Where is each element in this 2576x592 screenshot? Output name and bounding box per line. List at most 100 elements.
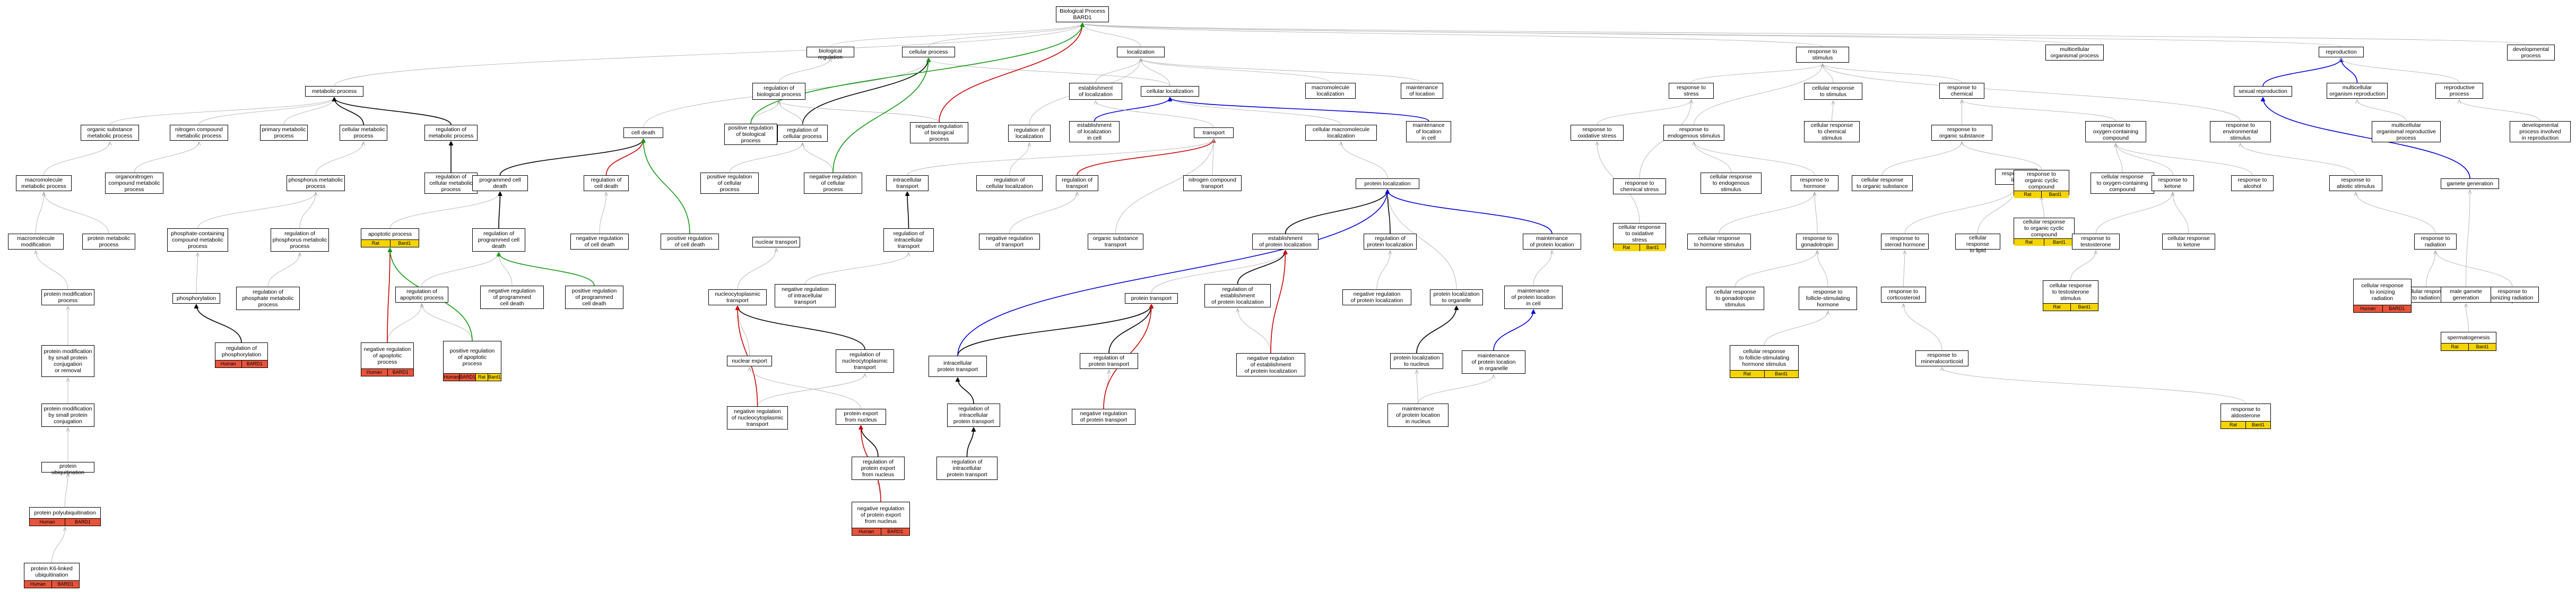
go-term-node-resp-chem[interactable]: response to chemical — [1939, 83, 1984, 99]
go-term-node-loc[interactable]: localization — [1117, 47, 1165, 57]
go-term-node-neg-reg-cell-death[interactable]: negative regulation of cell death — [570, 234, 629, 250]
go-term-node-reg-phosphate-met[interactable]: regulation of phosphate metabolic proces… — [236, 287, 300, 310]
go-term-node-resp-steroid[interactable]: response to steroid hormone — [1881, 234, 1929, 250]
go-term-node-cell-resp-org-cyclic[interactable]: cellular response to organic cyclic comp… — [2014, 218, 2075, 246]
go-term-node-nuclear-transport[interactable]: nuclear transport — [752, 237, 800, 247]
go-term-node-cell-resp-oxy[interactable]: cellular response to oxygen-containing c… — [2091, 173, 2154, 194]
go-term-node-cell-resp-ketone[interactable]: cellular response to ketone — [2162, 234, 2215, 250]
go-term-node-dev-repro[interactable]: developmental process involved in reprod… — [2510, 121, 2571, 142]
go-term-node-neg-reg-apop[interactable]: negative regulation of apoptotic process… — [361, 342, 414, 376]
go-term-node-cell-resp-endo[interactable]: cellular response to endogenous stimulus — [1701, 173, 1762, 194]
go-term-node-maint-prot-loc-org[interactable]: maintenance of protein location in organ… — [1462, 350, 1525, 374]
go-term-node-reg-loc[interactable]: regulation of localization — [1008, 125, 1051, 142]
go-term-node-prot-ubiq[interactable]: protein ubiquitination — [41, 462, 94, 476]
go-term-node-macro-loc[interactable]: macromolecule localization — [1305, 83, 1356, 99]
go-term-node-reg-estab-prot-loc[interactable]: regulation of establishment of protein l… — [1204, 284, 1271, 307]
go-term-node-resp-hormone[interactable]: response to hormone — [1791, 175, 1838, 191]
go-term-node-estab-prot-loc[interactable]: establishment of protein localization — [1252, 234, 1319, 250]
go-term-node-org-subst-transport[interactable]: organic substance transport — [1088, 234, 1143, 250]
go-term-node-intra-transport[interactable]: intracellular transport — [886, 175, 929, 191]
go-term-node-transport[interactable]: transport — [1194, 127, 1234, 138]
go-term-node-resp-abiotic[interactable]: response to abiotic stimulus — [2329, 175, 2382, 191]
go-term-node-prot-mod-conj[interactable]: protein modification by small protein co… — [41, 404, 94, 427]
go-term-node-resp-oxy[interactable]: response to oxygen-containing compound — [2085, 121, 2146, 142]
go-term-node-reg-intra-transport[interactable]: regulation of intracellular transport — [883, 228, 934, 252]
go-term-node-resp-fsh[interactable]: response to follicle-stimulating hormone — [1799, 287, 1857, 310]
go-term-node-neg-reg-transport[interactable]: negative regulation of transport — [979, 234, 1040, 250]
go-term-node-nucleocyto-transport[interactable]: nucleocytoplasmic transport — [708, 289, 767, 305]
go-term-node-prot-loc[interactable]: protein localization — [1356, 178, 1419, 189]
go-term-node-reg-pcd[interactable]: regulation of programmed cell death — [472, 228, 525, 252]
go-term-node-sex-repro[interactable]: sexual reproduction — [2234, 86, 2292, 97]
go-term-node-maint-prot-nucleus[interactable]: maintenance of protein location in nucle… — [1387, 404, 1449, 427]
go-term-node-cell-macro-loc[interactable]: cellular macromolecule localization — [1305, 125, 1377, 141]
go-term-node-cell-loc[interactable]: cellular localization — [1141, 86, 1199, 97]
go-term-node-resp-org-subst[interactable]: response to organic substance — [1931, 125, 1992, 141]
go-term-node-reg-prot-transport[interactable]: regulation of protein transport — [1080, 353, 1138, 369]
go-term-node-intra-prot-transport2[interactable]: regulation of intracellular protein tran… — [947, 404, 1000, 427]
go-term-node-metab[interactable]: metabolic process — [305, 86, 363, 97]
go-term-node-dev[interactable]: developmental process — [2507, 45, 2555, 61]
go-term-node-cell-resp-gonado[interactable]: cellular response to gonadotropin stimul… — [1706, 287, 1764, 310]
go-term-node-prot-mod[interactable]: protein modification process — [41, 289, 94, 305]
go-term-node-reg-intra-prot-transport[interactable]: regulation of intracellular protein tran… — [936, 457, 998, 480]
go-term-node-bp[interactable]: Biological Process BARD1 — [1056, 6, 1109, 22]
go-term-node-reg-prot-export[interactable]: regulation of protein export from nucleu… — [852, 457, 905, 480]
go-term-node-phosphate-met[interactable]: phosphate-containing compound metabolic … — [167, 228, 228, 252]
go-term-node-pos-reg-apop[interactable]: positive regulation of apoptotic process… — [443, 341, 501, 381]
go-term-node-cell-resp-lipid[interactable]: cellular response to lipid — [1955, 234, 2000, 254]
go-term-node-resp-ionizing[interactable]: response to ionizing radiation — [2486, 287, 2539, 303]
go-term-node-estab-loc-cell[interactable]: establishment of localization in cell — [1069, 121, 1120, 142]
go-term-node-reg-bp[interactable]: regulation of biological process — [752, 83, 805, 100]
go-term-node-reg-cell-met[interactable]: regulation of cellular metabolic process — [424, 173, 478, 194]
go-term-node-cell-resp-stim[interactable]: cellular response to stimulus — [1804, 83, 1862, 100]
go-term-node-organonitro[interactable]: organonitrogen compound metabolic proces… — [105, 173, 163, 194]
go-term-node-repro-proc[interactable]: reproductive process — [2435, 83, 2483, 99]
go-term-node-male-gamete[interactable]: male gamete generation — [2441, 287, 2491, 303]
go-term-node-macro-met[interactable]: macromolecule metabolic process — [16, 175, 72, 191]
go-term-node-prot-transport[interactable]: protein transport — [1125, 293, 1178, 304]
go-term-node-org-subst-met[interactable]: organic substance metabolic process — [81, 125, 139, 141]
go-term-node-cell-resp-org[interactable]: cellular response to organic substance — [1852, 175, 1913, 191]
go-term-node-resp-ketone[interactable]: response to ketone — [2152, 175, 2194, 191]
go-term-node-estab-loc[interactable]: establishment of localization — [1069, 83, 1122, 100]
go-term-node-resp-endo[interactable]: response to endogenous stimulus — [1663, 125, 1724, 141]
go-term-node-neg-reg-pcd[interactable]: negative regulation of programmed cell d… — [480, 286, 544, 309]
go-term-node-resp-alcohol[interactable]: response to alcohol — [2231, 175, 2274, 191]
go-term-node-prot-met[interactable]: protein metabolic process — [82, 234, 135, 250]
go-term-node-reg-phos-met[interactable]: regulation of phosphorus metabolic proce… — [271, 228, 329, 252]
go-term-node-bioreg[interactable]: biological regulation — [806, 47, 854, 61]
go-term-node-neg-reg-cell-proc[interactable]: negative regulation of cellular process — [804, 173, 862, 194]
go-term-node-prot-loc-nucleus[interactable]: protein localization to nucleus — [1390, 353, 1443, 369]
go-term-node-pos-reg-bp[interactable]: positive regulation of biological proces… — [724, 124, 777, 145]
go-term-node-maint-prot-loc-cell[interactable]: maintenance of protein location in cell — [1504, 286, 1563, 309]
go-term-node-reg-cell-loc[interactable]: regulation of cellular localization — [976, 175, 1043, 191]
go-term-node-resp-cortico[interactable]: response to corticosteroid — [1881, 287, 1926, 303]
go-term-node-cell-resp-chem[interactable]: cellular response to chemical stimulus — [1804, 121, 1860, 142]
go-term-node-maint-loc[interactable]: maintenance of location — [1401, 83, 1443, 99]
go-term-node-macro-mod[interactable]: macromolecule modification — [8, 234, 64, 250]
go-term-node-reg-nucleocyto[interactable]: regulation of nucleocytoplasmic transpor… — [836, 349, 894, 373]
go-term-node-prot-loc-organelle[interactable]: protein localization to organelle — [1430, 289, 1483, 305]
go-term-node-maint-prot-loc[interactable]: maintenance of protein location — [1523, 234, 1581, 250]
go-term-node-reg-transport[interactable]: regulation of transport — [1056, 175, 1098, 191]
go-term-node-multicell[interactable]: multicellular organismal process — [2045, 45, 2104, 61]
go-term-node-cell-resp-testo[interactable]: cellular response to testosterone stimul… — [2043, 280, 2098, 311]
go-term-node-multi-org-repro[interactable]: multicellular organismal reproductive pr… — [2372, 121, 2441, 142]
go-term-node-resp-stress[interactable]: response to stress — [1669, 83, 1714, 99]
go-term-node-resp-radiation[interactable]: response to radiation — [2414, 234, 2457, 250]
go-term-node-resp-ox[interactable]: response to oxidative stress — [1571, 125, 1624, 141]
go-term-node-cell-resp-fsh[interactable]: cellular response to follicle-stimulatin… — [1730, 345, 1799, 378]
go-term-node-cell-death[interactable]: cell death — [623, 127, 663, 138]
go-term-node-resp-mineralo[interactable]: response to mineralocorticoid — [1915, 350, 1968, 366]
go-term-node-resp-env[interactable]: response to environmental stimulus — [2210, 121, 2271, 142]
